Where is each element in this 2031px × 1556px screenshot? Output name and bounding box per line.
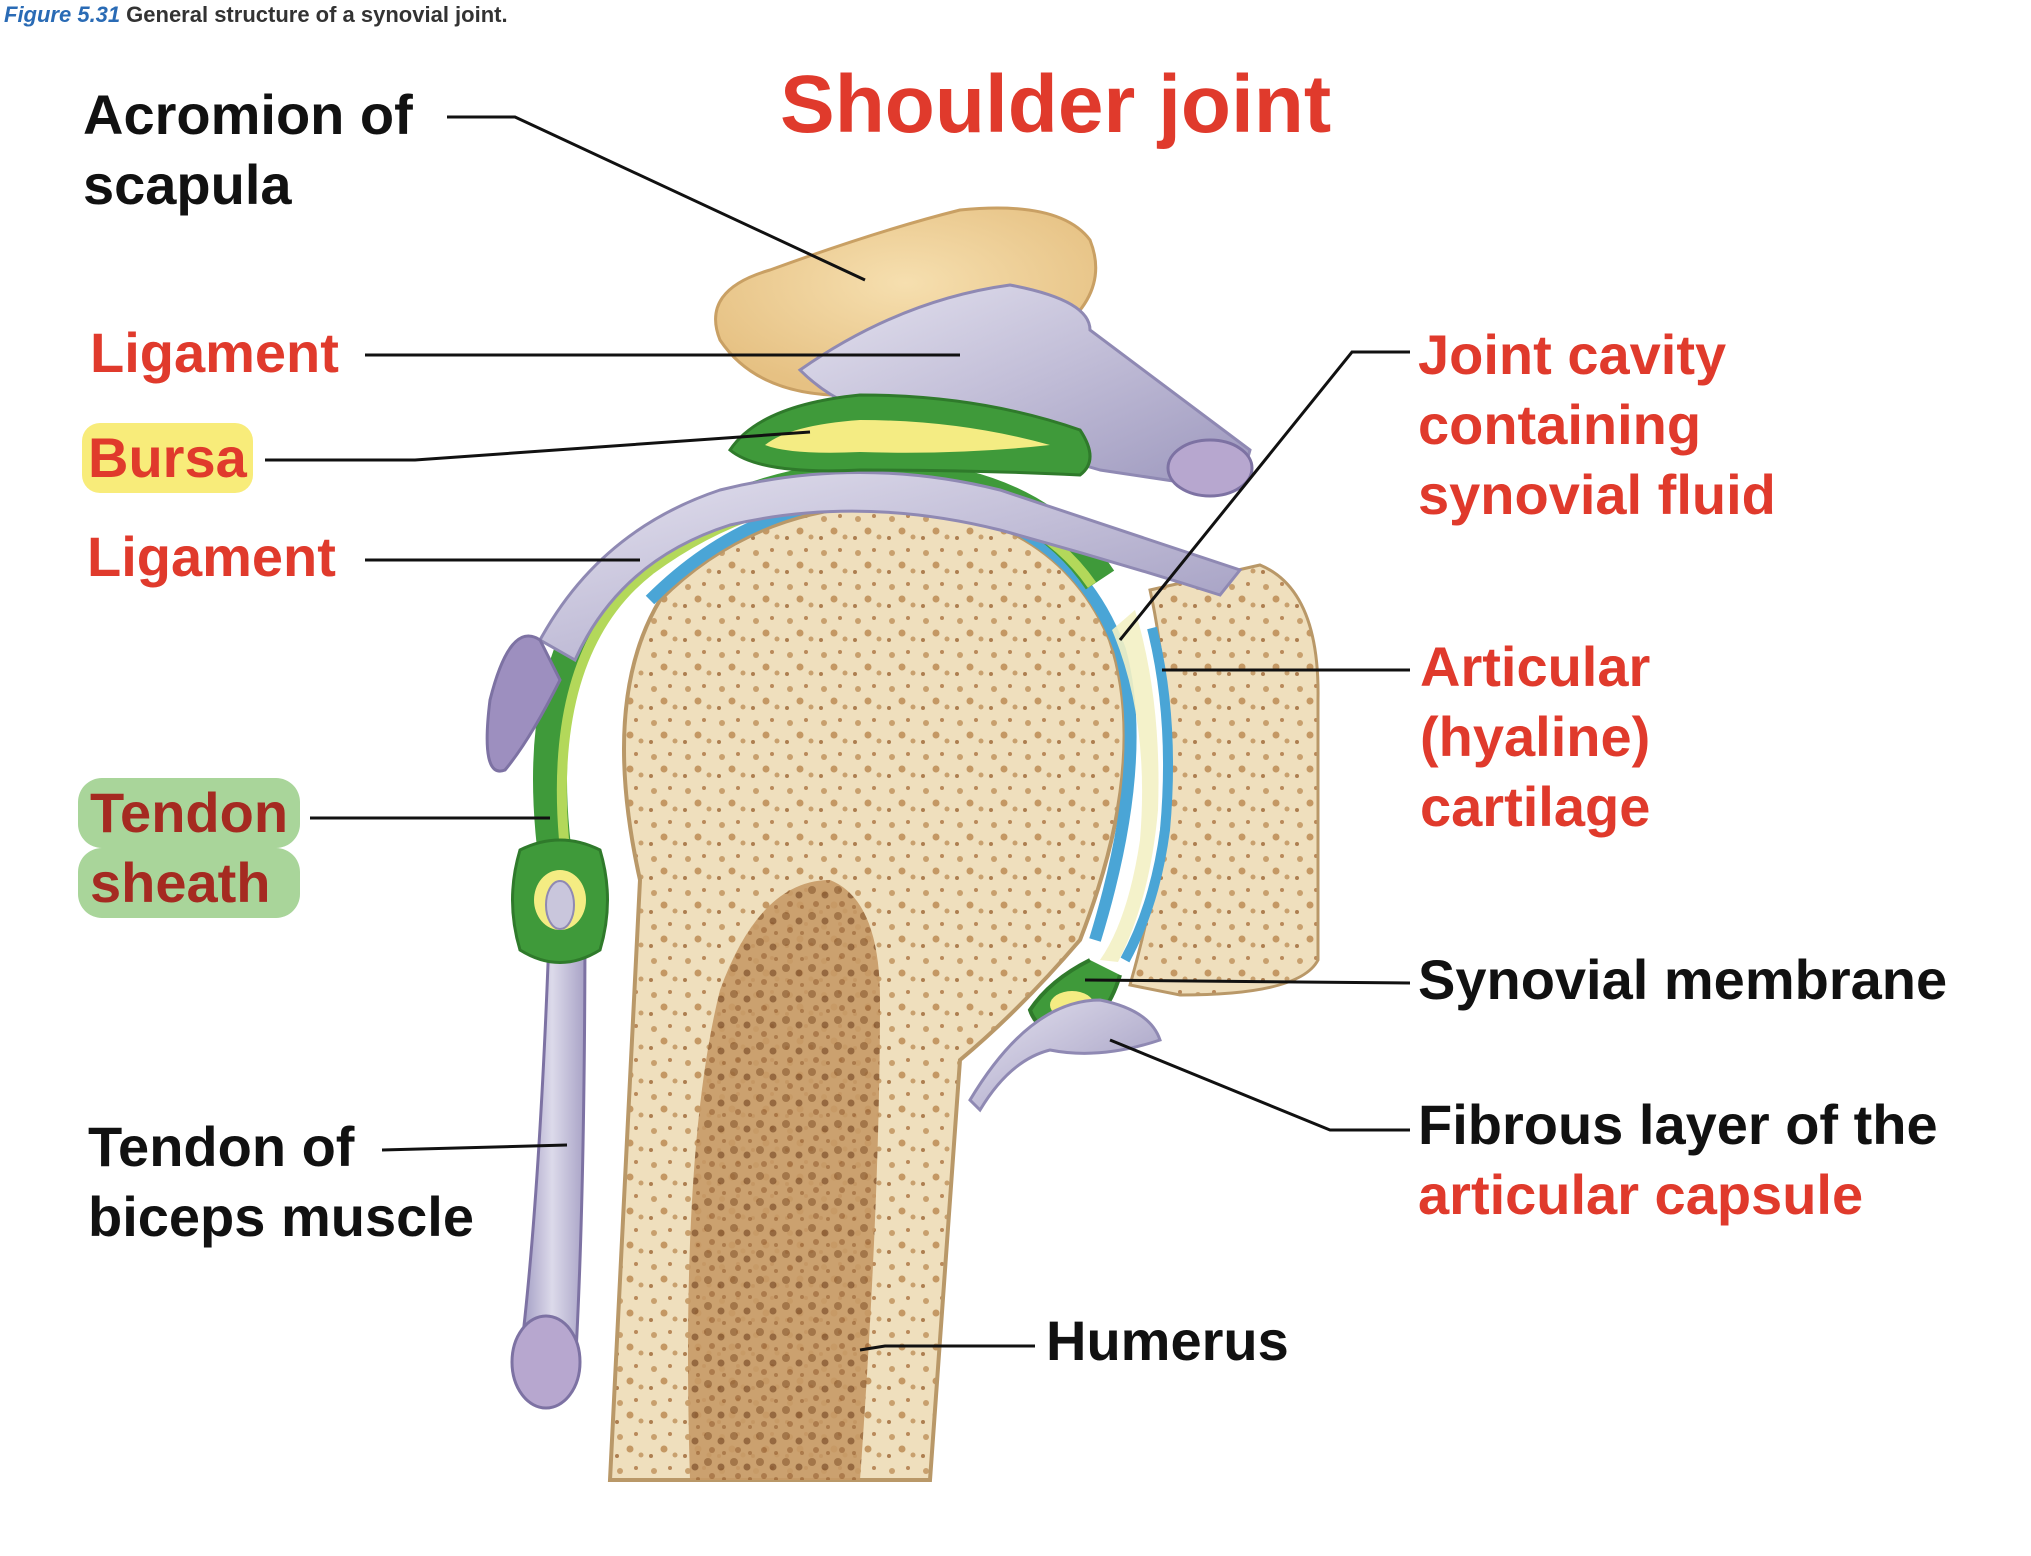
ligament-cut-end (485, 634, 562, 773)
label-articular-cartilage-line3: cartilage (1420, 775, 1651, 838)
label-tendon-sheath-line2: sheath (78, 848, 301, 918)
label-acromion: Acromion of scapula (83, 80, 413, 220)
figure-caption-text: General structure of a synovial joint. (126, 2, 508, 27)
label-biceps-tendon: Tendon of biceps muscle (88, 1112, 474, 1252)
leader-lines (265, 115, 1411, 1352)
tendon-in-sheath (545, 880, 575, 930)
leader-bursa (265, 430, 811, 462)
label-articular-cartilage-line1: Articular (1420, 635, 1651, 698)
label-biceps-tendon-line2: biceps muscle (88, 1185, 474, 1248)
label-fibrous-layer: Fibrous layer of the articular capsule (1418, 1090, 1938, 1230)
leader-synovial-membrane (1084, 978, 1411, 985)
humeral-articular-cartilage (645, 491, 1137, 942)
figure-number: Figure 5.31 (4, 2, 121, 27)
leader-acromion (447, 115, 866, 282)
ligament-upper-cut-end (1166, 438, 1254, 498)
leader-fibrous-layer (1109, 1038, 1410, 1132)
ligament-lower-band (537, 471, 1243, 663)
label-articular-cartilage: Articular (hyaline) cartilage (1420, 632, 1650, 842)
label-tendon-sheath-line1: Tendon (78, 778, 301, 848)
label-synovial-membrane: Synovial membrane (1418, 948, 1948, 1011)
label-ligament-lower: Ligament (87, 525, 336, 588)
label-joint-cavity-line2: containing (1418, 393, 1702, 456)
fibrous-capsule (968, 998, 1162, 1113)
label-joint-cavity: Joint cavity containing synovial fluid (1418, 320, 1776, 530)
label-humerus: Humerus (1046, 1309, 1289, 1372)
label-fibrous-layer-line2: articular capsule (1418, 1163, 1864, 1226)
label-ligament-upper: Ligament (90, 321, 339, 384)
leader-biceps-tendon (381, 1143, 568, 1152)
biceps-tendon-cut-end (510, 1314, 582, 1410)
leader-joint-cavity (1118, 350, 1410, 641)
label-acromion-line1: Acromion of (83, 83, 413, 146)
glenoid-articular-cartilage (1120, 626, 1173, 963)
medullary-cavity (688, 880, 880, 1480)
diagram-title: Shoulder joint (780, 59, 1332, 150)
bursa-fluid (765, 420, 1050, 453)
label-tendon-sheath: Tendon sheath (78, 778, 301, 918)
label-bursa: Bursa (82, 423, 253, 493)
leader-humerus (859, 1344, 1035, 1352)
label-acromion-line2: scapula (83, 153, 292, 216)
joint-cavity (1100, 610, 1159, 962)
label-tendon-sheath-row2: sheath (78, 848, 301, 918)
label-fibrous-layer-line1: Fibrous layer of the (1418, 1093, 1938, 1156)
label-tendon-sheath-row1: Tendon (78, 778, 301, 848)
label-articular-cartilage-line2: (hyaline) (1420, 705, 1651, 768)
label-joint-cavity-line1: Joint cavity (1418, 323, 1727, 386)
label-joint-cavity-line3: synovial fluid (1418, 463, 1776, 526)
label-bursa-text: Bursa (82, 423, 253, 493)
label-biceps-tendon-line1: Tendon of (88, 1115, 355, 1178)
